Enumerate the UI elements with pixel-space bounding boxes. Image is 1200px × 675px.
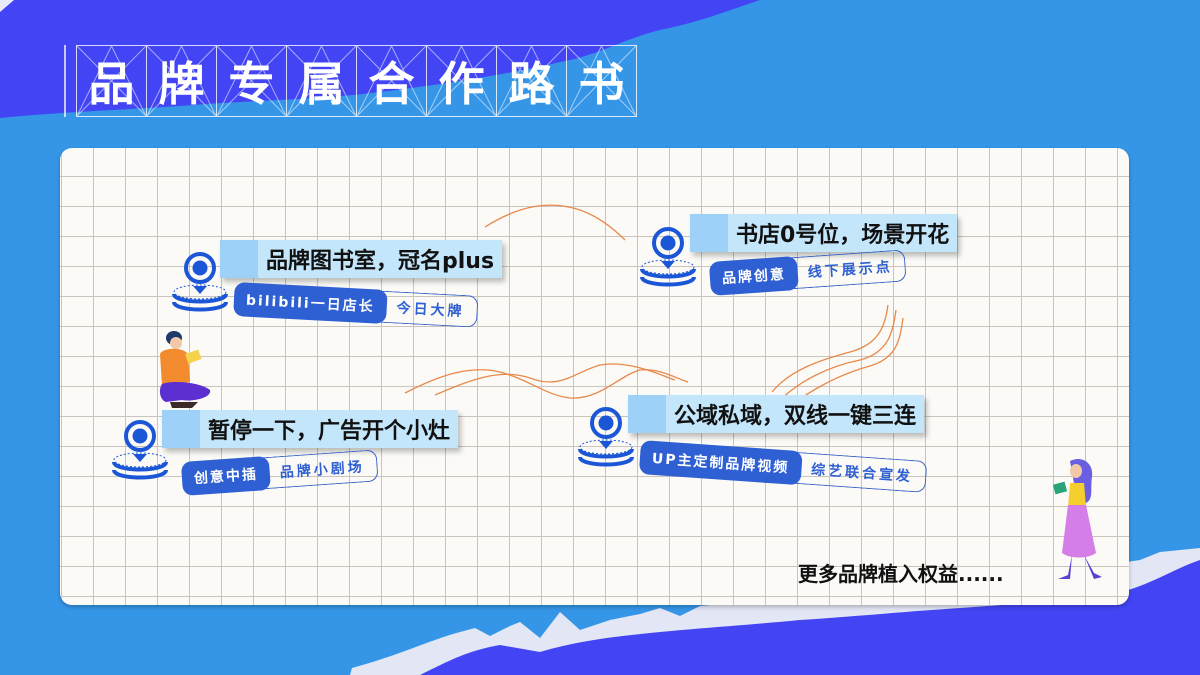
- page-title: 品 牌 专 属 合 作 路 书: [64, 45, 637, 117]
- title-char: 书: [578, 57, 625, 111]
- background-torn-paper-bottom: [350, 548, 1200, 675]
- location-pin-icon: [640, 227, 696, 287]
- title-char: 属: [298, 57, 345, 111]
- reading-boy-illustration: [159, 331, 211, 408]
- reading-girl-illustration: [1052, 458, 1102, 579]
- title-char: 合: [368, 57, 415, 111]
- headline-text: 书店0号位，场景开花: [736, 223, 950, 248]
- title-char-cell: 路: [497, 46, 567, 116]
- background-torn-paper-top: [0, 0, 760, 118]
- location-pin-icon: [578, 407, 634, 467]
- title-char: 牌: [158, 57, 205, 111]
- headline-text: 品牌图书室，冠名plus: [266, 249, 495, 274]
- title-grid: 品 牌 专 属 合 作 路 书: [76, 45, 637, 117]
- headline-accent-stripe: [690, 214, 728, 252]
- headline-accent-stripe: [628, 395, 666, 433]
- title-char-cell: 作: [427, 46, 497, 116]
- title-char-cell: 品: [77, 46, 147, 116]
- more-benefits-text: 更多品牌植入权益......: [798, 562, 1004, 586]
- title-char: 路: [508, 57, 555, 111]
- tag-primary: 品牌创意: [708, 255, 799, 296]
- title-char-cell: 牌: [147, 46, 217, 116]
- location-pin-icon: [172, 252, 228, 312]
- headline-card: 品牌图书室，冠名plus: [220, 240, 503, 278]
- title-char-cell: 合: [357, 46, 427, 116]
- title-char-cell: 书: [567, 46, 636, 116]
- headline-accent-stripe: [220, 240, 258, 278]
- location-pin-icon: [112, 420, 168, 480]
- headline-card: 暂停一下，广告开个小灶: [162, 410, 459, 448]
- headline-text: 公域私域，双线一键三连: [674, 404, 917, 429]
- tag-secondary: 今日大牌: [373, 290, 479, 328]
- grid-paper-card: [60, 148, 1129, 605]
- tag-primary: 创意中插: [180, 455, 271, 496]
- title-char: 专: [228, 57, 275, 111]
- headline-accent-stripe: [162, 410, 200, 448]
- title-accent-bar: [64, 45, 66, 117]
- title-char-cell: 属: [287, 46, 357, 116]
- headline-text: 暂停一下，广告开个小灶: [208, 419, 451, 444]
- headline-card: 书店0号位，场景开花: [690, 214, 958, 252]
- title-char: 品: [88, 57, 135, 111]
- title-char: 作: [438, 57, 485, 111]
- title-char-cell: 专: [217, 46, 287, 116]
- headline-card: 公域私域，双线一键三连: [628, 395, 925, 433]
